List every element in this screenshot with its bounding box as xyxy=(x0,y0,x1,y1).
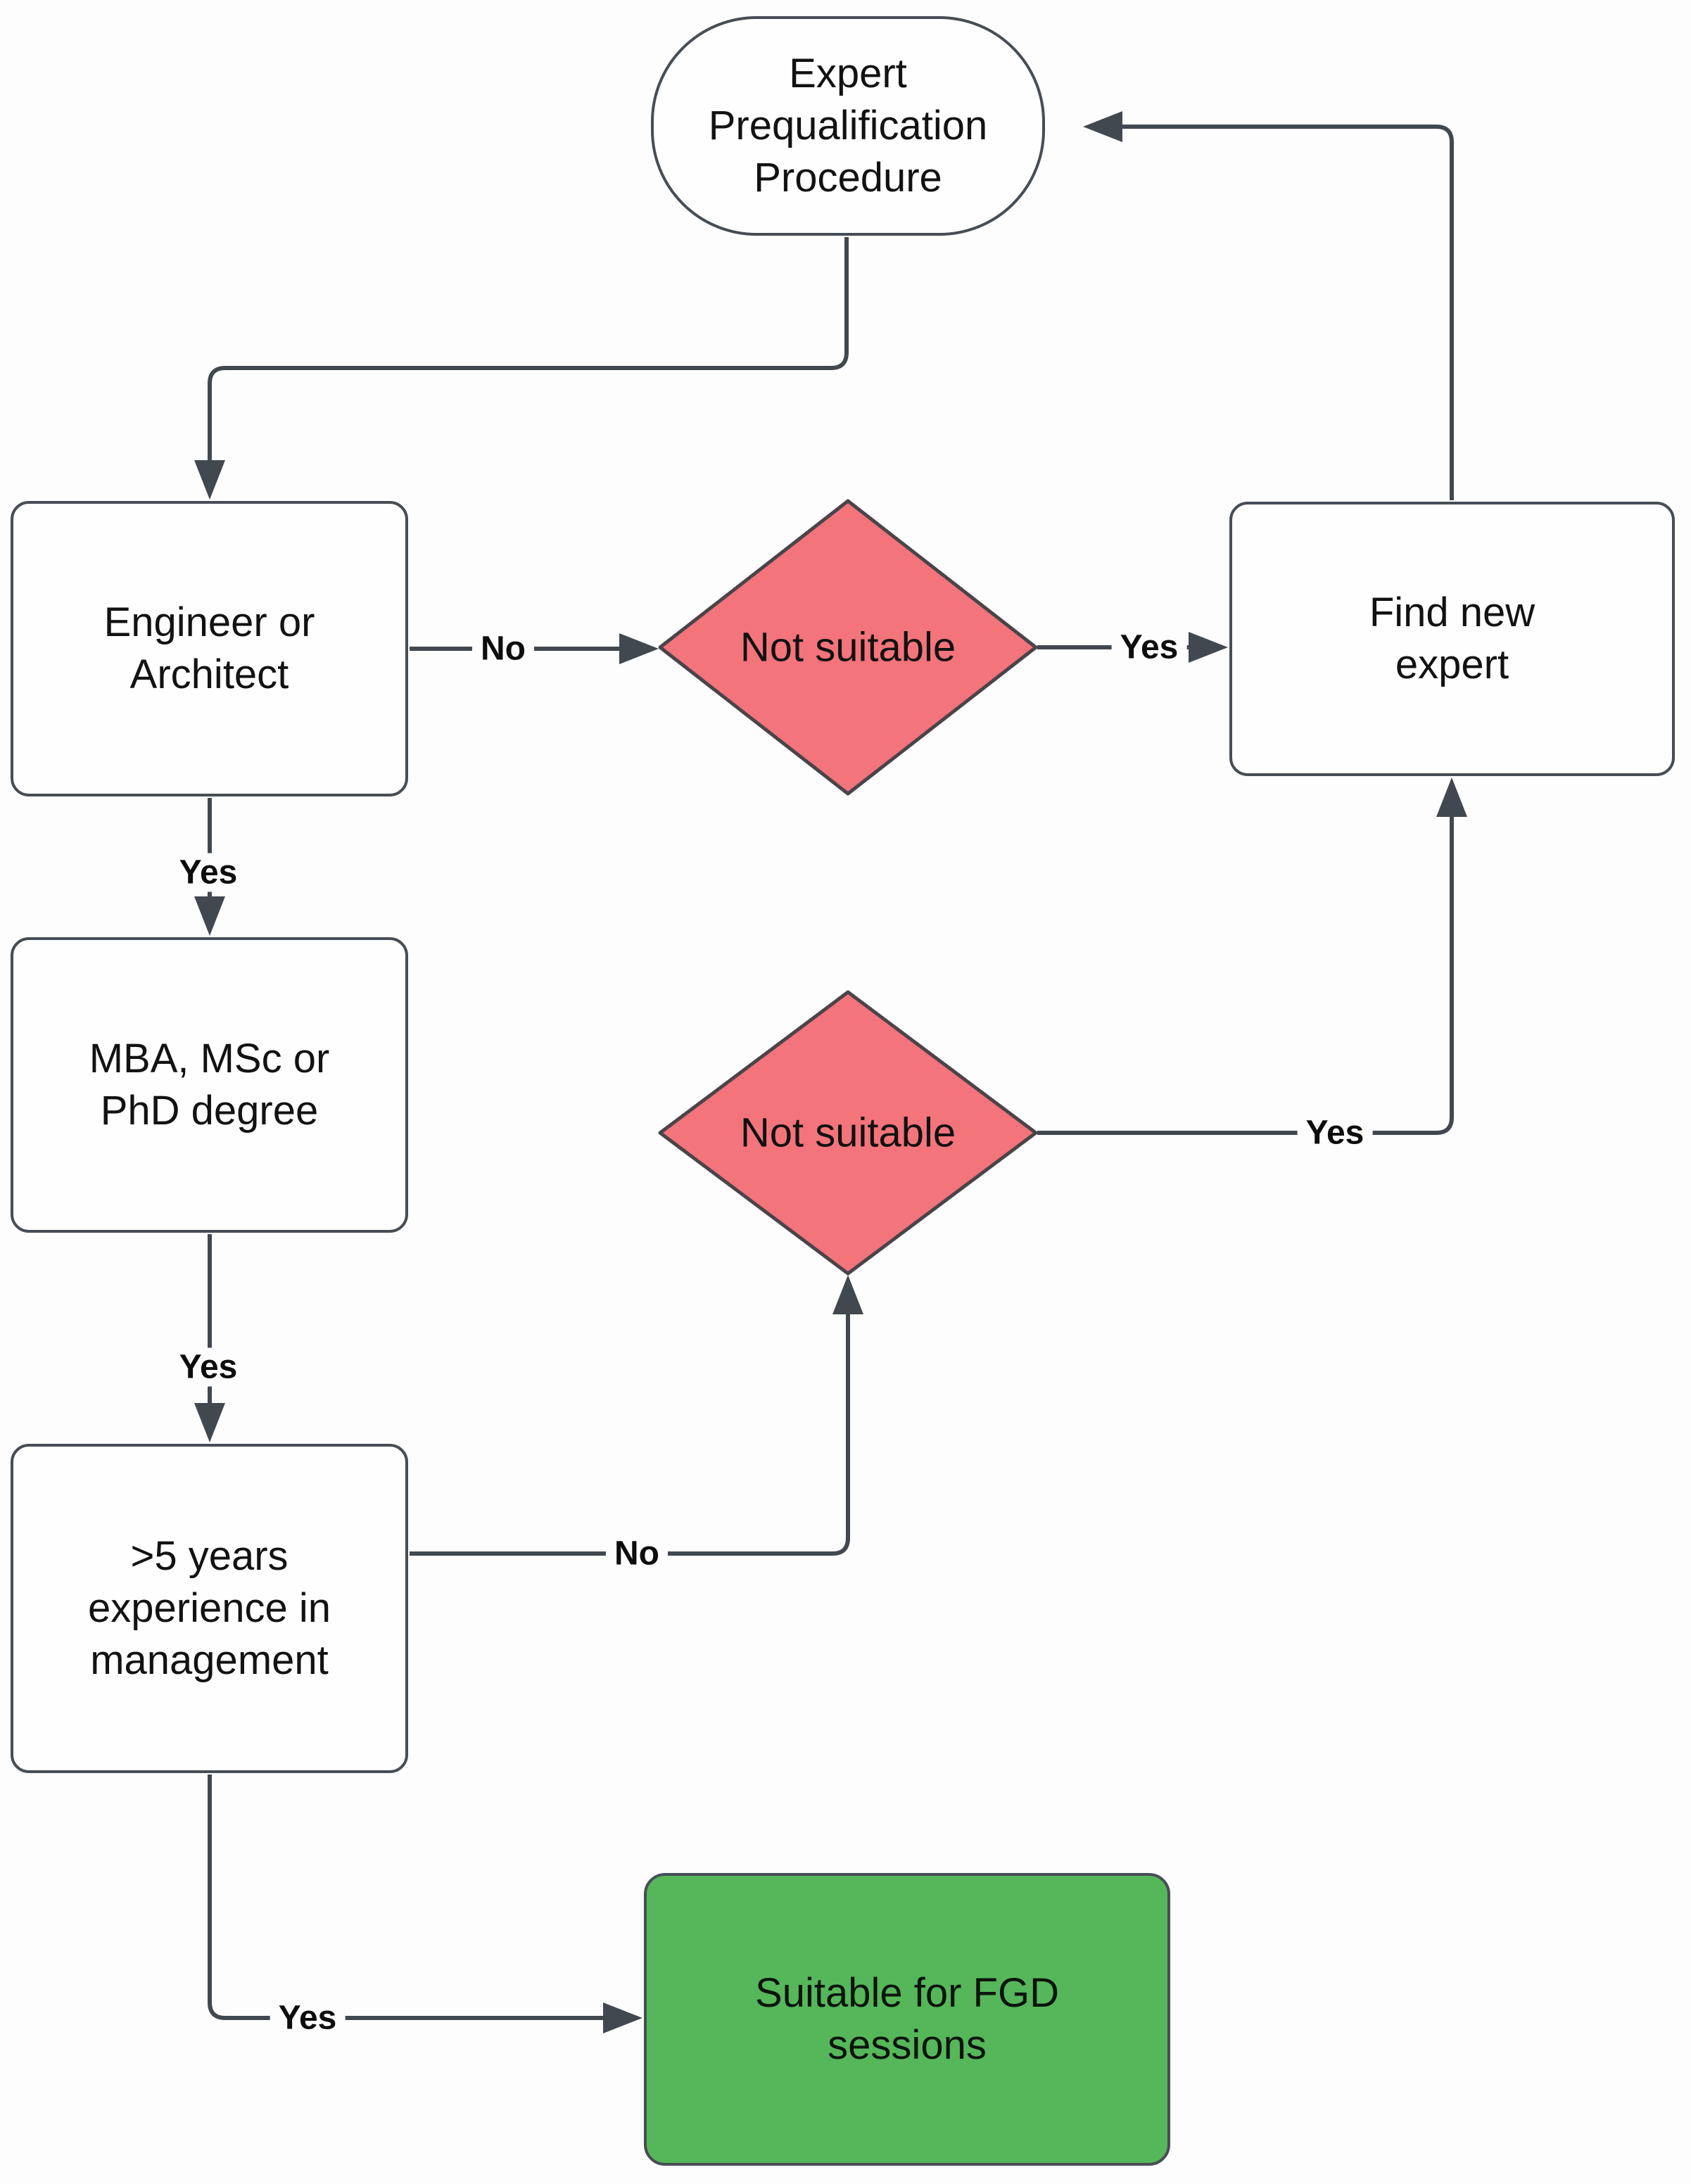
node-experience-in-management: >5 years experience in management xyxy=(11,1444,408,1773)
edge-label-yes-experience: Yes xyxy=(270,1998,346,2038)
edge-find-new-expert-to-start xyxy=(1083,111,1454,500)
node-label: Engineer or Architect xyxy=(103,599,315,697)
edge-label-yes-not-suitable-1: Yes xyxy=(1111,628,1187,667)
node-label: Find new expert xyxy=(1369,589,1535,687)
edge-label-yes-not-suitable-2: Yes xyxy=(1297,1113,1373,1153)
decision-not-suitable-1-label: Not suitable xyxy=(740,624,956,671)
edge-experience-to-suitable xyxy=(208,1775,642,2033)
node-label: Suitable for FGD sessions xyxy=(755,1969,1059,2068)
decision-not-suitable-2-shape xyxy=(658,990,1038,1276)
node-suitable-for-fgd-sessions: Suitable for FGD sessions xyxy=(644,1873,1170,2166)
edge-label-no-engineer: No xyxy=(472,629,534,668)
node-expert-prequalification-procedure: Expert Prequalification Procedure xyxy=(651,16,1045,236)
node-find-new-expert: Find new expert xyxy=(1229,502,1675,776)
edge-label-no-experience: No xyxy=(606,1534,668,1573)
node-label: Expert Prequalification Procedure xyxy=(708,50,988,201)
node-engineer-or-architect: Engineer or Architect xyxy=(11,501,408,796)
node-mba-msc-phd-degree: MBA, MSc or PhD degree xyxy=(11,937,408,1233)
edge-start-to-engineer xyxy=(194,237,849,500)
edge-experience-to-not-suitable-2 xyxy=(410,1275,863,1556)
decision-not-suitable-1-shape xyxy=(658,499,1038,796)
edge-label-yes-degree: Yes xyxy=(170,1347,246,1387)
edge-label-yes-engineer: Yes xyxy=(170,853,246,892)
node-label: MBA, MSc or PhD degree xyxy=(89,1035,330,1134)
node-label: >5 years experience in management xyxy=(88,1532,331,1684)
decision-not-suitable-2-label: Not suitable xyxy=(740,1110,956,1156)
edge-not-suitable-2-to-find-new-expert xyxy=(1037,777,1467,1135)
